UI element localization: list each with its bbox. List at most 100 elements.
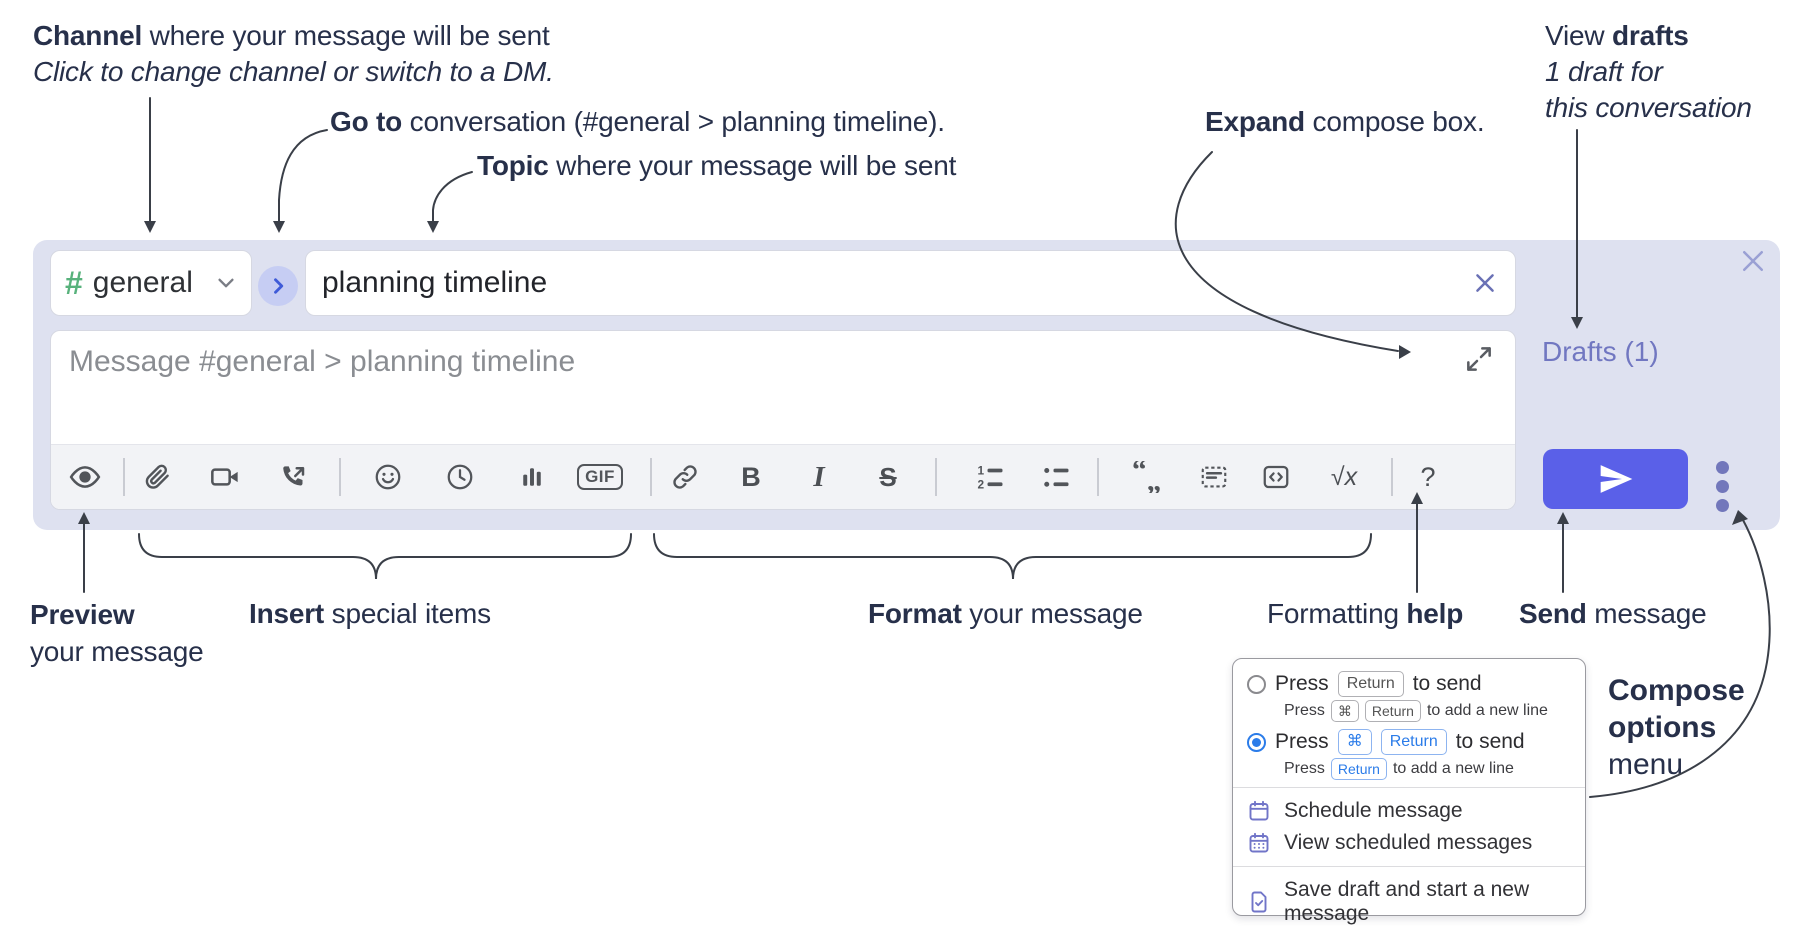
spoiler-button[interactable] [1191,454,1237,500]
italic-icon: I [813,460,825,493]
radio-selected-icon[interactable] [1247,732,1266,752]
chevron-down-icon [215,272,237,294]
formatting-help-button[interactable]: ? [1405,454,1451,500]
expand-compose-button[interactable] [1463,343,1495,375]
send-option-cmd-return[interactable]: Press ⌘ Return to send [1247,729,1571,755]
poll-button[interactable] [509,454,555,500]
toolbar-divider [339,458,341,496]
send-annotation: Send message [1519,598,1707,629]
close-compose-button[interactable] [1738,246,1768,276]
compose-options-button[interactable] [1702,456,1742,516]
key-cap: Return [1337,671,1404,697]
chevron-right-icon [268,276,288,296]
svg-text:2: 2 [978,477,985,491]
channel-hash-icon: # [65,265,83,301]
link-button[interactable] [662,454,708,500]
goto-annotation: Go to conversation (#general > planning … [330,106,945,137]
clock-icon [445,462,475,492]
send-button[interactable] [1543,449,1688,509]
calendar-grid-icon [1247,831,1271,855]
save-draft-item[interactable]: Save draft and start a new message [1247,874,1571,930]
preview-annotation: Preview your message [30,599,204,667]
save-draft-icon [1247,890,1271,914]
spoiler-icon [1199,462,1229,492]
attach-file-button[interactable] [134,454,180,500]
video-camera-icon [209,461,241,493]
phone-call-icon [279,462,309,492]
view-drafts-annotation: View drafts 1 draft for this conversatio… [1545,20,1752,123]
toolbar-divider [650,458,652,496]
link-icon [670,462,700,492]
key-cap: ⌘ [1330,700,1359,722]
math-icon: √x [1330,462,1358,491]
key-cap: Return [1330,758,1387,780]
eye-icon [68,460,102,494]
bulleted-list-button[interactable] [1033,454,1079,500]
blockquote-icon: “„ [1132,461,1164,493]
svg-text:1: 1 [978,464,985,478]
vertical-dots-icon [1715,460,1729,474]
expand-icon [1463,343,1495,375]
add-time-button[interactable] [437,454,483,500]
calendar-icon [1247,799,1271,823]
compose-options-annotation: Compose options menu [1608,674,1745,781]
svg-text:“: “ [1132,461,1147,487]
gif-button[interactable]: GIF [573,454,627,500]
svg-text:„: „ [1147,465,1162,493]
key-cap: Return [1364,700,1421,722]
schedule-message-item[interactable]: Schedule message [1247,795,1571,827]
topic-input[interactable] [322,266,1471,300]
topic-field [305,250,1516,316]
insert-annotation: Insert special items [249,598,491,629]
paperclip-icon [142,462,172,492]
toolbar-divider [935,458,937,496]
italic-button[interactable]: I [796,454,842,500]
topic-annotation: Topic where your message will be sent [477,150,957,181]
bulleted-list-icon [1041,462,1071,492]
expand-annotation: Expand compose box. [1205,106,1485,137]
bold-button[interactable]: B [728,454,774,500]
send-icon [1596,459,1636,499]
menu-divider [1233,787,1585,788]
send-option-return[interactable]: Press Return to send [1247,671,1571,697]
send-option-return-hint: Press ⌘ Return to add a new line [1284,700,1571,722]
drafts-link[interactable]: Drafts (1) [1542,336,1659,367]
smiley-icon [373,462,403,492]
compose-box: # general [33,240,1780,530]
send-option-cmd-return-hint: Press Return to add a new line [1284,758,1571,780]
toolbar-divider [1097,458,1099,496]
voice-call-button[interactable] [271,454,317,500]
code-icon [1261,462,1291,492]
math-button[interactable]: √x [1321,454,1367,500]
compose-options-menu: Press Return to send Press ⌘ Return to a… [1232,658,1586,925]
strikethrough-button[interactable]: S [865,454,911,500]
formatting-help-annotation: Formatting help [1267,598,1464,629]
strikethrough-icon: S [879,462,897,492]
code-button[interactable] [1253,454,1299,500]
quote-button[interactable]: “„ [1125,454,1171,500]
toolbar-divider [123,458,125,496]
clear-topic-button[interactable] [1471,269,1499,297]
message-area: GIF B I S 12 [50,330,1516,510]
question-mark-icon: ? [1420,461,1436,492]
go-to-conversation-button[interactable] [258,266,298,306]
channel-name: general [92,266,193,299]
format-annotation: Format your message [868,598,1143,629]
message-input[interactable] [51,331,1515,445]
channel-annotation: Channel where your message will be sent … [33,20,554,87]
key-cap: Return [1380,729,1447,755]
channel-selector[interactable]: # general [50,250,252,316]
preview-button[interactable] [62,454,108,500]
bar-chart-icon [518,463,546,491]
bold-icon: B [741,461,761,492]
video-call-button[interactable] [202,454,248,500]
view-scheduled-messages-item[interactable]: View scheduled messages [1247,827,1571,859]
gif-icon: GIF [577,464,623,490]
key-cap: ⌘ [1337,729,1372,755]
emoji-button[interactable] [365,454,411,500]
radio-unselected-icon[interactable] [1247,674,1266,694]
